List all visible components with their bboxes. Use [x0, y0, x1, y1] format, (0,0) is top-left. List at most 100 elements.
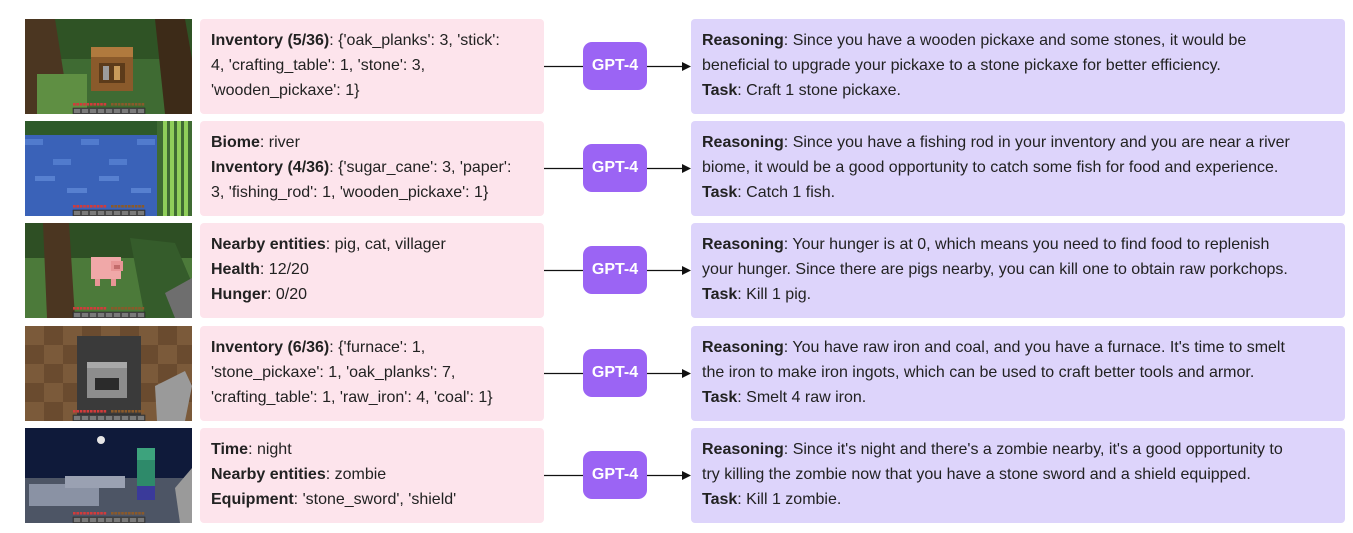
observation-field-value: : 'stone_sword', 'shield': [293, 491, 457, 508]
output-field-text: : Craft 1 stone pickaxe.: [737, 82, 901, 99]
moon: [97, 436, 105, 444]
output-field-label: Task: [702, 286, 738, 303]
observation-field-value: : river: [259, 134, 300, 151]
reasoning-line: biome, it would be a good opportunity to…: [702, 155, 1335, 180]
reasoning-line: beneficial to upgrade your pickaxe to a …: [702, 53, 1335, 78]
output-field-text: : Kill 1 zombie.: [737, 491, 842, 508]
hotbar: [72, 307, 146, 318]
reasoning-task-box: Reasoning: Your hunger is at 0, which me…: [691, 223, 1345, 318]
observation-line: Time: night: [211, 437, 534, 462]
output-field-text: : Since you have a wooden pickaxe and so…: [783, 32, 1247, 49]
output-field-text: your hunger. Since there are pigs nearby…: [702, 261, 1288, 278]
output-field-label: Task: [702, 491, 738, 508]
sugar-cane: [184, 121, 188, 216]
output-field-text: try killing the zombie now that you have…: [702, 466, 1251, 483]
observation-field-value: : 0/20: [267, 286, 308, 303]
observation-field-value: 'wooden_pickaxe': 1}: [211, 82, 360, 99]
task-line: Task: Catch 1 fish.: [702, 180, 1335, 205]
minecraft-screenshot-night-zombie: [25, 428, 192, 523]
observation-line: Equipment: 'stone_sword', 'shield': [211, 487, 534, 512]
output-field-text: beneficial to upgrade your pickaxe to a …: [702, 57, 1221, 74]
output-field-label: Task: [702, 184, 738, 201]
hotbar: [72, 512, 146, 523]
output-field-text: : Kill 1 pig.: [737, 286, 812, 303]
observation-line: Inventory (5/36): {'oak_planks': 3, 'sti…: [211, 28, 534, 53]
observation-line: Health: 12/20: [211, 257, 534, 282]
observation-field-label: Inventory (6/36): [211, 339, 330, 356]
sugar-cane: [170, 121, 174, 216]
observation-field-value: : {'sugar_cane': 3, 'paper':: [329, 159, 512, 176]
reasoning-line: try killing the zombie now that you have…: [702, 462, 1335, 487]
flow-arrow: [544, 266, 691, 275]
reasoning-line: your hunger. Since there are pigs nearby…: [702, 257, 1335, 282]
observation-line: Biome: river: [211, 130, 534, 155]
row-4: Inventory (6/36): {'furnace': 1, 'stone_p…: [0, 326, 1353, 421]
observation-line: 3, 'fishing_rod': 1, 'wooden_pickaxe': 1…: [211, 180, 534, 205]
observation-field-value: 3, 'fishing_rod': 1, 'wooden_pickaxe': 1…: [211, 184, 489, 201]
arrow-head-icon: [682, 62, 691, 71]
output-field-text: : Smelt 4 raw iron.: [737, 389, 867, 406]
observation-field-value: : zombie: [325, 466, 387, 483]
task-line: Task: Kill 1 zombie.: [702, 487, 1335, 512]
reasoning-task-box: Reasoning: Since you have a wooden picka…: [691, 19, 1345, 114]
reasoning-task-box: Reasoning: Since you have a fishing rod …: [691, 121, 1345, 216]
output-field-text: biome, it would be a good opportunity to…: [702, 159, 1279, 176]
minecraft-screenshot-crafting-table: [25, 19, 192, 114]
reasoning-line: Reasoning: Since it's night and there's …: [702, 437, 1335, 462]
flow-arrow: [544, 164, 691, 173]
observation-field-label: Nearby entities: [211, 236, 326, 253]
observation-line: 'wooden_pickaxe': 1}: [211, 78, 534, 103]
observation-box: Inventory (5/36): {'oak_planks': 3, 'sti…: [200, 19, 544, 114]
observation-line: Nearby entities: zombie: [211, 462, 534, 487]
observation-line: 'crafting_table': 1, 'raw_iron': 4, 'coa…: [211, 385, 534, 410]
minecraft-screenshot-pig: [25, 223, 192, 318]
observation-line: 'stone_pickaxe': 1, 'oak_planks': 7,: [211, 360, 534, 385]
output-field-text: : Since you have a fishing rod in your i…: [783, 134, 1290, 151]
gpt4-model-box: GPT-4: [583, 144, 647, 192]
hotbar: [72, 205, 146, 216]
output-field-text: : You have raw iron and coal, and you ha…: [783, 339, 1285, 356]
flow-arrow: [544, 471, 691, 480]
minecraft-screenshot-river: [25, 121, 192, 216]
output-field-label: Reasoning: [702, 236, 784, 253]
observation-line: Inventory (4/36): {'sugar_cane': 3, 'pap…: [211, 155, 534, 180]
hotbar: [72, 103, 146, 114]
arrow-head-icon: [682, 164, 691, 173]
output-field-text: : Since it's night and there's a zombie …: [783, 441, 1283, 458]
gpt4-model-box: GPT-4: [583, 349, 647, 397]
observation-field-label: Biome: [211, 134, 260, 151]
task-line: Task: Kill 1 pig.: [702, 282, 1335, 307]
gpt4-model-box: GPT-4: [583, 42, 647, 90]
observation-line: Inventory (6/36): {'furnace': 1,: [211, 335, 534, 360]
reasoning-line: Reasoning: Your hunger is at 0, which me…: [702, 232, 1335, 257]
gpt4-model-box: GPT-4: [583, 451, 647, 499]
output-field-label: Reasoning: [702, 32, 784, 49]
observation-field-value: 4, 'crafting_table': 1, 'stone': 3,: [211, 57, 426, 74]
reasoning-line: Reasoning: You have raw iron and coal, a…: [702, 335, 1335, 360]
task-line: Task: Smelt 4 raw iron.: [702, 385, 1335, 410]
reasoning-line: Reasoning: Since you have a wooden picka…: [702, 28, 1335, 53]
arrow-head-icon: [682, 266, 691, 275]
arrow-head-icon: [682, 369, 691, 378]
output-field-label: Reasoning: [702, 339, 784, 356]
observation-field-label: Hunger: [211, 286, 267, 303]
observation-field-label: Inventory (5/36): [211, 32, 330, 49]
sugar-cane: [177, 121, 181, 216]
output-field-label: Reasoning: [702, 441, 784, 458]
sugar-cane: [163, 121, 167, 216]
output-field-text: : Your hunger is at 0, which means you n…: [783, 236, 1270, 253]
hotbar: [72, 410, 146, 421]
observation-field-value: 'stone_pickaxe': 1, 'oak_planks': 7,: [211, 364, 456, 381]
observation-field-label: Inventory (4/36): [211, 159, 330, 176]
reasoning-task-box: Reasoning: Since it's night and there's …: [691, 428, 1345, 523]
minecraft-screenshot-furnace: [25, 326, 192, 421]
flow-arrow: [544, 369, 691, 378]
arrow-head-icon: [682, 471, 691, 480]
row-1: Inventory (5/36): {'oak_planks': 3, 'sti…: [0, 19, 1353, 114]
reasoning-line: Reasoning: Since you have a fishing rod …: [702, 130, 1335, 155]
